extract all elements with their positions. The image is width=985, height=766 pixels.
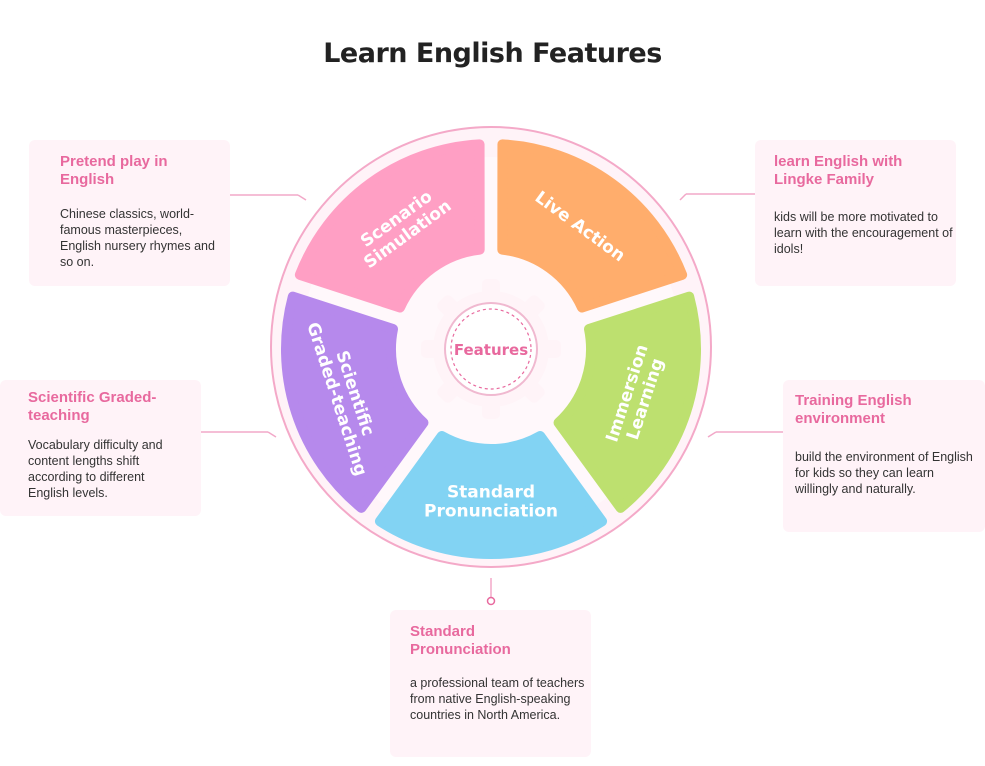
card-standard-pronunciation: Standard Pronunciation a professional te… [390, 610, 591, 757]
segment-live-action [497, 139, 688, 313]
card-title: Pretend play in English [60, 153, 168, 188]
card-lingke-family: learn English with Lingke Family kids wi… [755, 140, 956, 286]
segment-scenario-simulation [294, 139, 485, 313]
card-body: build the environment of English for kid… [795, 450, 973, 496]
segment-standard-pronunciation [374, 431, 608, 559]
center-label: Features [454, 341, 528, 359]
page-title: Learn English Features [323, 38, 662, 69]
card-title: learn English with Lingke Family [774, 153, 903, 188]
center-gear [421, 279, 561, 419]
card-pretend-play: Pretend play in English Chinese classics… [29, 140, 230, 286]
card-body: Chinese classics, world-famous masterpie… [60, 207, 215, 269]
card-body: kids will be more motivated to learn wit… [774, 210, 953, 256]
card-title: Standard Pronunciation [410, 623, 511, 658]
segment-scientific-graded-teaching [281, 291, 429, 513]
card-body: a professional team of teachers from nat… [410, 676, 585, 722]
card-graded-teaching: Scientific Graded-teaching Vocabulary di… [0, 380, 201, 516]
card-training-environment: Training English environment build the e… [783, 380, 985, 532]
card-title: Training English environment [795, 392, 912, 427]
segment-immersion-learning [553, 291, 701, 513]
card-body: Vocabulary difficulty and content length… [28, 438, 163, 500]
card-title: Scientific Graded-teaching [28, 389, 157, 424]
